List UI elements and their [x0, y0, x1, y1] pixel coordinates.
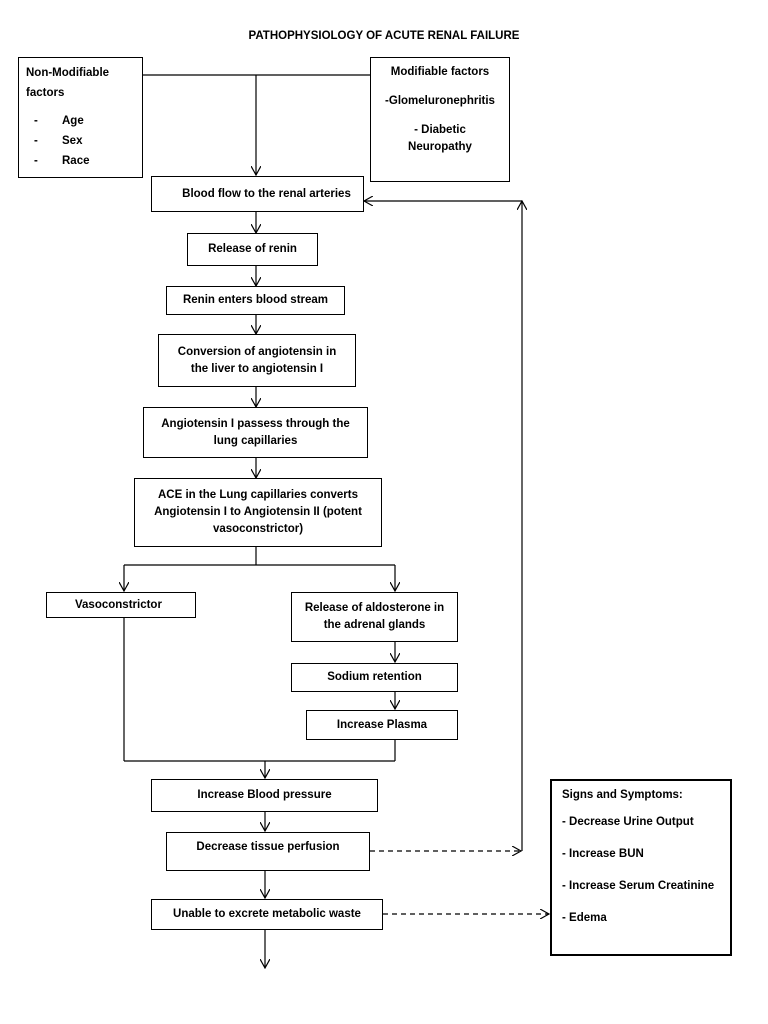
non-modifiable-list: -Age -Sex -Race: [26, 111, 90, 171]
metabolic-waste-box: Unable to excrete metabolic waste: [151, 899, 383, 930]
sodium-retention-box: Sodium retention: [291, 663, 458, 692]
ace-box: ACE in the Lung capillaries converts Ang…: [134, 478, 382, 547]
modifiable-heading: Modifiable factors: [390, 66, 490, 78]
symptom-item: - Increase BUN: [562, 848, 644, 860]
modifiable-item: -Glomeluronephritis: [385, 95, 495, 107]
non-modifiable-factors-box: Non-Modifiable factors -Age -Sex -Race: [18, 57, 143, 178]
modifiable-factors-box: Modifiable factors -Glomeluronephritis -…: [370, 57, 510, 182]
renin-release-box: Release of renin: [187, 233, 318, 266]
non-modifiable-heading: Non-Modifiable factors: [26, 67, 110, 99]
signs-heading: Signs and Symptoms:: [562, 789, 683, 801]
non-modifiable-item: -Race: [34, 155, 90, 167]
aldosterone-box: Release of aldosterone in the adrenal gl…: [291, 592, 458, 642]
vasoconstrictor-box: Vasoconstrictor: [46, 592, 196, 618]
signs-symptoms-box: Signs and Symptoms: - Decrease Urine Out…: [550, 779, 732, 956]
symptom-item: - Decrease Urine Output: [562, 816, 694, 828]
lung-capillaries-box: Angiotensin I passess through the lung c…: [143, 407, 368, 458]
blood-flow-box: Blood flow to the renal arteries: [151, 176, 364, 212]
symptom-item: - Edema: [562, 912, 607, 924]
tissue-perfusion-box: Decrease tissue perfusion: [166, 832, 370, 871]
modifiable-item: - Diabetic Neuropathy: [408, 124, 472, 153]
non-modifiable-item: -Sex: [34, 135, 83, 147]
increase-plasma-box: Increase Plasma: [306, 710, 458, 740]
conversion-box: Conversion of angiotensin in the liver t…: [158, 334, 356, 387]
diagram-title: PATHOPHYSIOLOGY OF ACUTE RENAL FAILURE: [248, 30, 520, 42]
non-modifiable-item: -Age: [34, 115, 84, 127]
blood-flow-label: Blood flow to the renal arteries: [182, 187, 351, 200]
renin-blood-box: Renin enters blood stream: [166, 286, 345, 315]
symptom-item: - Increase Serum Creatinine: [562, 880, 715, 892]
blood-pressure-box: Increase Blood pressure: [151, 779, 378, 812]
